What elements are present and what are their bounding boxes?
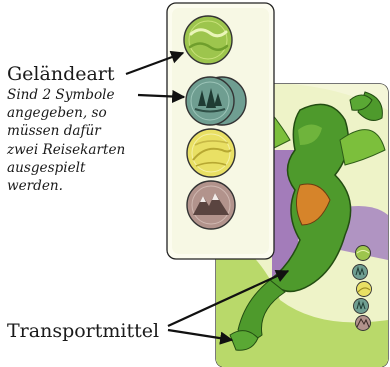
desert-icon [187, 129, 235, 177]
plains-icon [184, 16, 232, 64]
forest-icon [353, 265, 368, 280]
terrain-note: Sind 2 Symbole angegeben, so müssen dafü… [7, 86, 125, 195]
transport-label: Transportmittel [7, 320, 159, 342]
mountains-icon [356, 316, 371, 331]
mountains-icon [187, 181, 235, 229]
terrain-card [167, 3, 274, 259]
forest-icon [354, 299, 369, 314]
terrain-label: Geländeart [7, 63, 115, 85]
desert-icon [357, 282, 372, 297]
forest-icon [186, 77, 246, 125]
plains-icon [356, 246, 371, 261]
